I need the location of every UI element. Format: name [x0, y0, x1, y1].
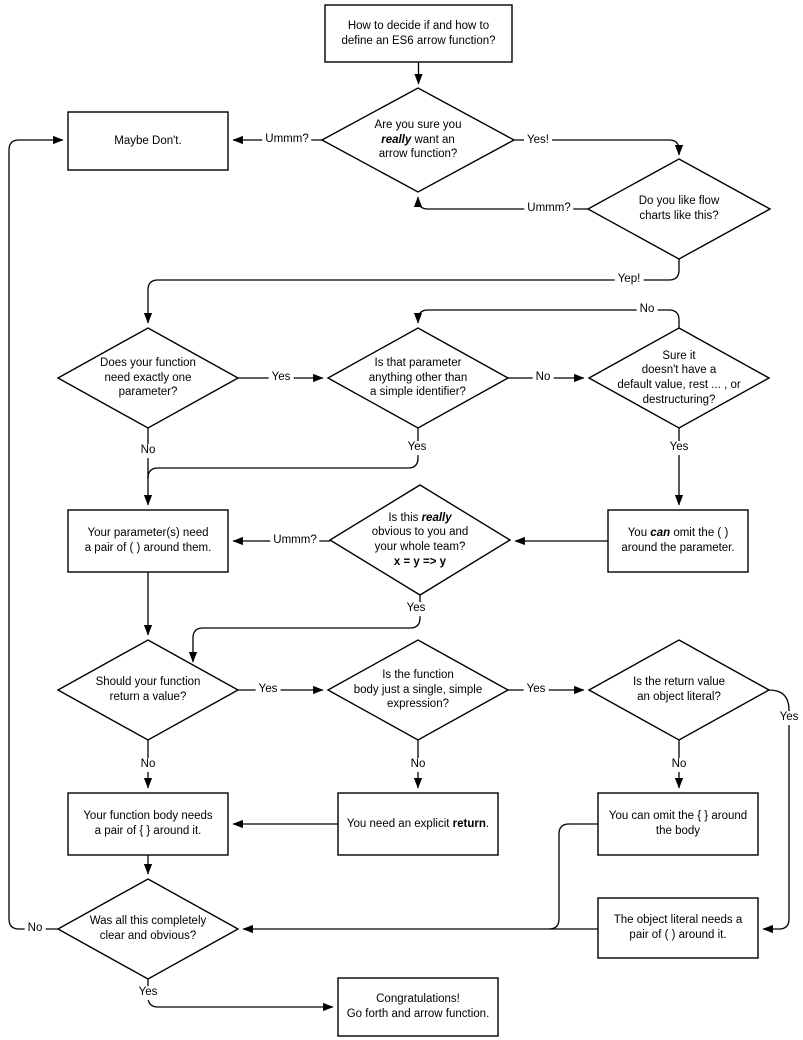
- edge-label-no-one-param: No: [137, 444, 159, 458]
- edge-label-yes-return: Yes: [255, 683, 281, 697]
- edge-label-yes-simple-id: Yes: [404, 441, 430, 455]
- edge-clear-to-maybedont: [8, 135, 64, 930]
- edge-label-yes-default-rest: Yes: [666, 441, 692, 455]
- braces-needed-box: [67, 792, 229, 856]
- maybe-dont-box: [67, 111, 229, 171]
- edge-label-yep: Yep!: [614, 273, 644, 287]
- edge-label-yes-1: Yes!: [524, 134, 552, 148]
- decision-obvious: [328, 484, 512, 596]
- decision-clear-obvious: [56, 878, 240, 980]
- edge-objectliteral-to-objliteralparens: [762, 689, 790, 934]
- decision-single-expression: [326, 639, 510, 741]
- edge-label-yes-one-param: Yes: [268, 371, 294, 385]
- congrats-box: [337, 977, 499, 1037]
- edge-label-yes-clear: Yes: [135, 986, 161, 1000]
- omit-parens-box: [607, 509, 749, 573]
- edge-label-yes-obj: Yes: [776, 711, 802, 725]
- decision-flowcharts: [586, 158, 772, 260]
- edge-clear-to-congrats: [147, 979, 334, 1012]
- edge-sure-to-flowcharts: [514, 139, 684, 156]
- decision-default-rest: [587, 327, 771, 429]
- edge-omitbraces-merge: [548, 823, 598, 930]
- decision-one-param: [56, 327, 240, 429]
- edge-label-no-return: No: [137, 758, 159, 772]
- edge-label-no-clear: No: [24, 922, 46, 936]
- edge-label-yes-expr: Yes: [523, 683, 549, 697]
- edge-flowcharts-to-sure: [413, 196, 588, 210]
- edge-label-no-expr: No: [407, 758, 429, 772]
- edge-simpleid-yes-merge: [147, 428, 419, 479]
- edge-label-ummm-2: Ummm?: [524, 202, 574, 216]
- decision-are-you-sure: [320, 87, 516, 193]
- parens-needed-box: [67, 509, 229, 573]
- object-literal-parens-box: [597, 897, 759, 959]
- decision-simple-identifier: [326, 327, 510, 429]
- edge-label-no-obj: No: [668, 758, 690, 772]
- decision-object-literal: [587, 639, 771, 741]
- decision-return-value: [56, 639, 240, 741]
- edge-flowcharts-to-oneparam: [143, 259, 680, 324]
- explicit-return-box: [337, 792, 499, 856]
- edge-defaultrest-loop-to-simpleid: [413, 309, 680, 328]
- edge-obvious-to-returnvalue: [188, 595, 421, 663]
- edge-label-ummm-3: Ummm?: [270, 534, 320, 548]
- omit-braces-box: [597, 792, 759, 856]
- edge-label-no-simple-id: No: [532, 371, 554, 385]
- edge-label-no-loop: No: [636, 303, 658, 317]
- edge-label-yes-obvious: Yes: [403, 602, 429, 616]
- edge-label-ummm-1: Ummm?: [262, 133, 312, 147]
- start-box: [324, 4, 513, 63]
